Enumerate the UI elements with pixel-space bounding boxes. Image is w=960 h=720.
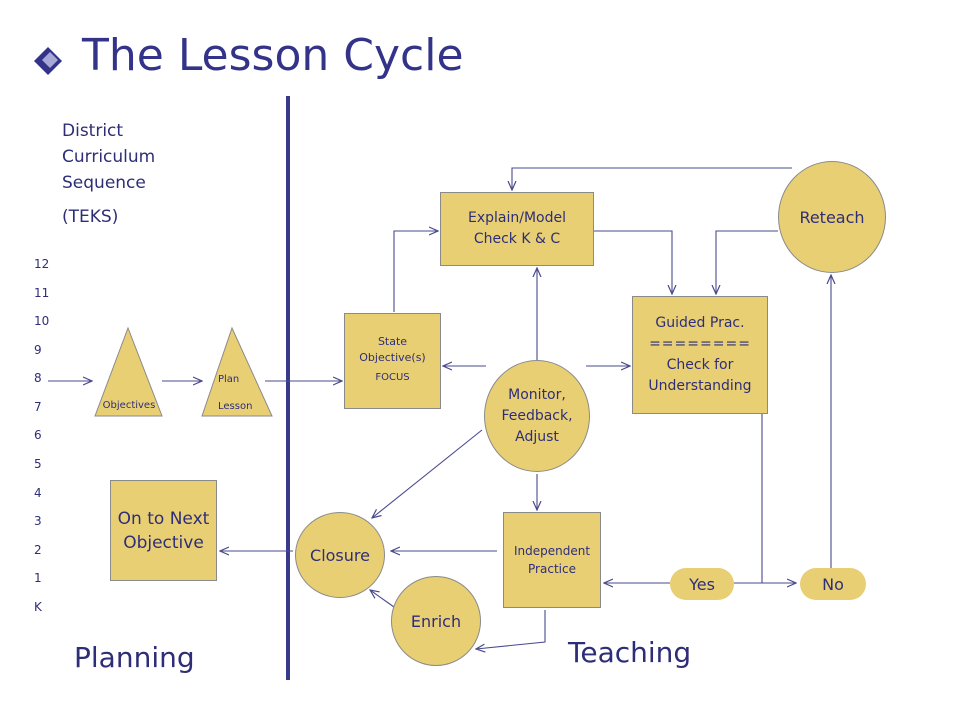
next-objective-box: On to Next Objective: [110, 480, 217, 581]
grade-8: 8: [34, 371, 42, 385]
state-objective-box: State Objective(s) FOCUS: [344, 313, 441, 409]
check-understanding-label: Check for Understanding: [648, 357, 752, 394]
arrow-monitor-to-closure: [372, 429, 483, 518]
guided-practice-label: Guided Prac.: [655, 315, 745, 331]
arrow-reteach-to-guided: [716, 230, 778, 294]
arrow-state-to-explain: [393, 231, 438, 312]
objectives-triangle: [94, 326, 163, 417]
enrich-circle: Enrich: [391, 576, 481, 666]
grade-1: 1: [34, 571, 42, 585]
lesson-label: Lesson: [218, 401, 253, 412]
diamond-bullet-icon: [34, 47, 62, 75]
plan-lesson-triangle: [201, 326, 273, 417]
grade-12: 12: [34, 257, 50, 271]
grade-11: 11: [34, 286, 50, 300]
focus-label: FOCUS: [375, 372, 410, 383]
guided-separator: ========: [649, 336, 751, 352]
explain-model-box: Explain/Model Check K & C: [440, 192, 594, 266]
teaching-label: Teaching: [568, 636, 692, 669]
grade-3: 3: [34, 514, 42, 528]
grade-k: K: [34, 600, 42, 614]
district-curriculum-label: District Curriculum Sequence: [62, 121, 156, 193]
grade-5: 5: [34, 457, 42, 471]
grade-10: 10: [34, 314, 50, 328]
plan-label: Plan: [218, 374, 240, 385]
state-objective-label: State Objective(s): [359, 335, 426, 364]
no-label: No: [800, 568, 866, 600]
planning-label: Planning: [74, 641, 195, 674]
page-title: The Lesson Cycle: [82, 30, 464, 81]
grade-2: 2: [34, 543, 42, 557]
monitor-circle: Monitor, Feedback, Adjust: [484, 360, 590, 472]
reteach-circle: Reteach: [778, 161, 886, 273]
arrow-independent-to-enrich: [476, 610, 546, 649]
grade-4: 4: [34, 486, 42, 500]
arrow-explain-to-guided: [594, 230, 672, 294]
grade-7: 7: [34, 400, 42, 414]
arrow-reteach-to-explain: [512, 167, 792, 190]
arrow-enrich-to-closure: [370, 590, 395, 608]
grade-9: 9: [34, 343, 42, 357]
guided-practice-box: Guided Prac. ======== Check for Understa…: [632, 296, 768, 414]
closure-circle: Closure: [295, 512, 385, 598]
grade-6: 6: [34, 428, 42, 442]
independent-practice-box: Independent Practice: [503, 512, 601, 608]
yes-label: Yes: [670, 568, 734, 600]
teks-label: (TEKS): [62, 207, 119, 227]
objectives-label: Objectives: [102, 400, 156, 411]
